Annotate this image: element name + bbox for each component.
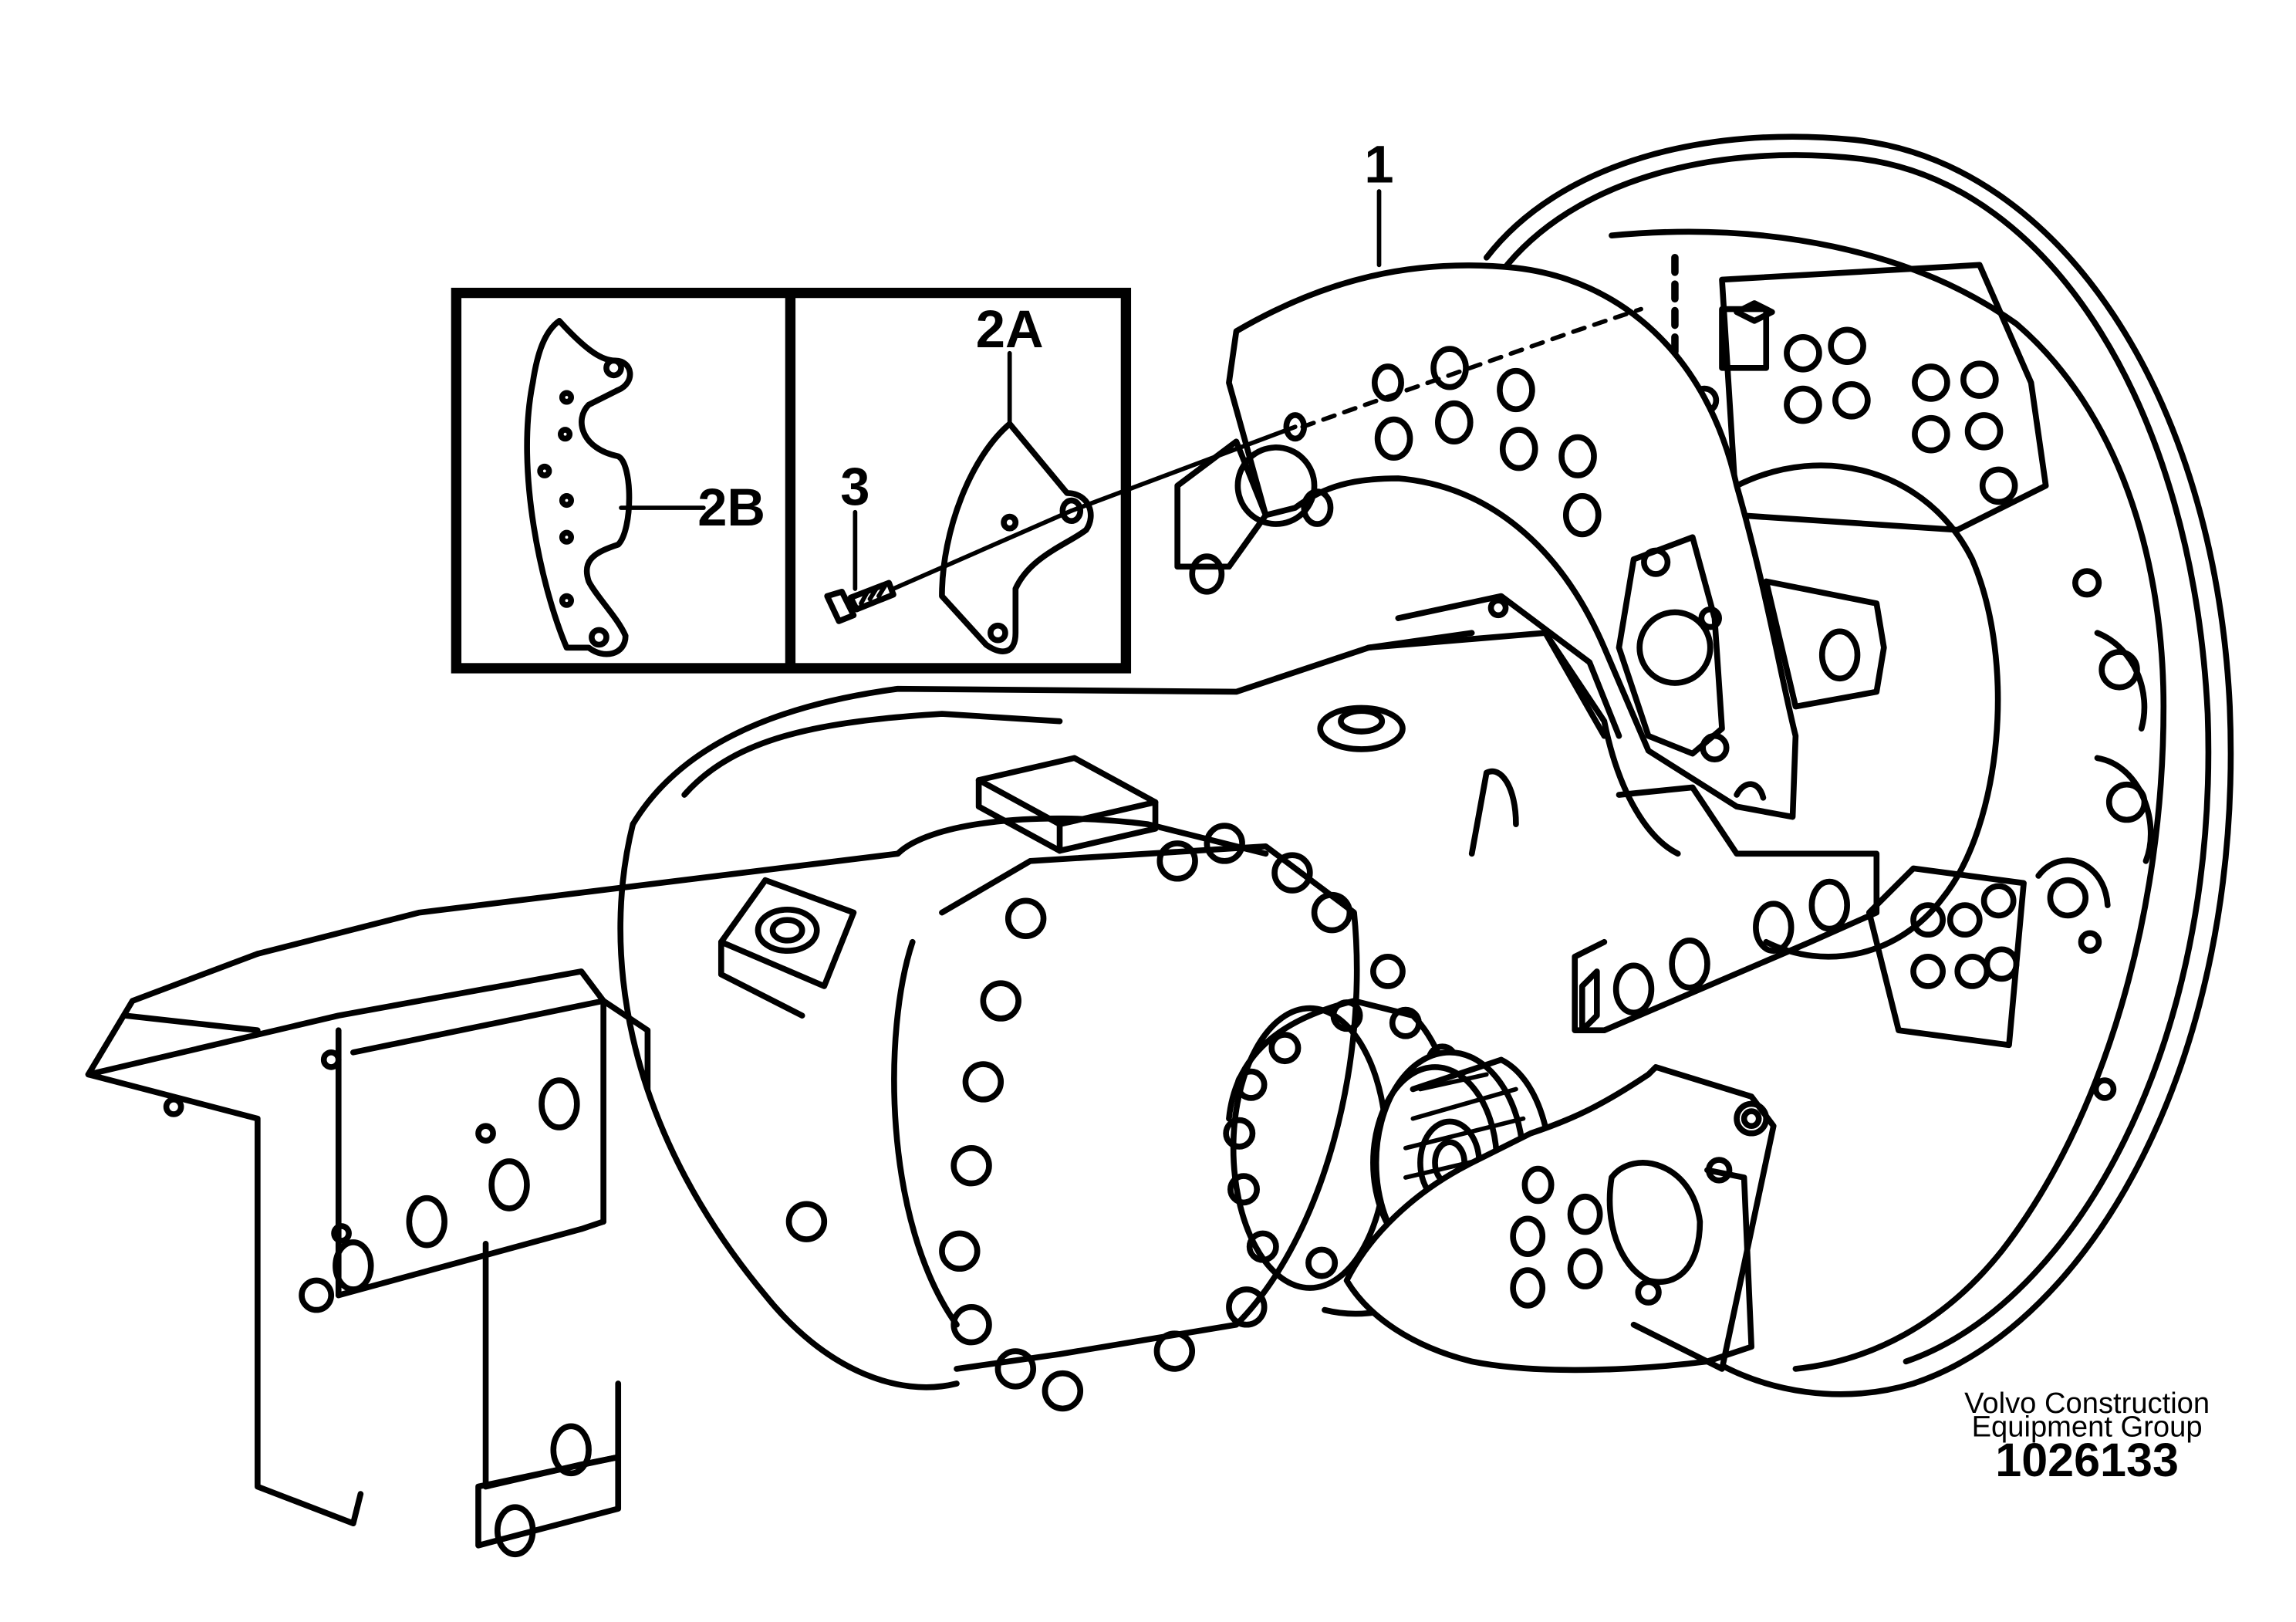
axle-housing: [85, 578, 1887, 1558]
part-3-bolt: 3: [824, 457, 1074, 624]
company-name-line-2: Equipment Group: [1972, 1411, 2203, 1444]
callout-1: 1: [1364, 135, 1393, 194]
wheel-hub-assembly: [1483, 133, 2234, 1397]
caliper-bolts: [1866, 865, 2027, 1049]
part-1-splash-guard-lower: [1343, 1064, 1777, 1374]
title-block: Volvo Construction Equipment Group 10261…: [1964, 1387, 2210, 1486]
part-2b-bracket-plate: 2B: [524, 318, 765, 657]
guard-holes-lower: [1510, 1165, 1603, 1309]
part-2a-bracket: 2A: [939, 299, 1094, 654]
hub-bolt-group: [1719, 300, 2018, 505]
callout-2b: 2B: [697, 478, 765, 537]
carrier-bolt-ring: [785, 823, 1406, 1412]
guard-holes-upper: [1301, 346, 1602, 538]
wheel-stud-ring: [2035, 568, 2154, 1101]
callout-2a: 2A: [976, 299, 1044, 359]
callout-3: 3: [840, 457, 869, 516]
company-name-line-1: Volvo Construction: [1964, 1387, 2210, 1420]
detail-inset: 2B 2A 3: [451, 287, 1132, 674]
drawing-number: 1026133: [1995, 1434, 2179, 1486]
part-1-splash-guard-upper: 1: [1174, 135, 1799, 820]
